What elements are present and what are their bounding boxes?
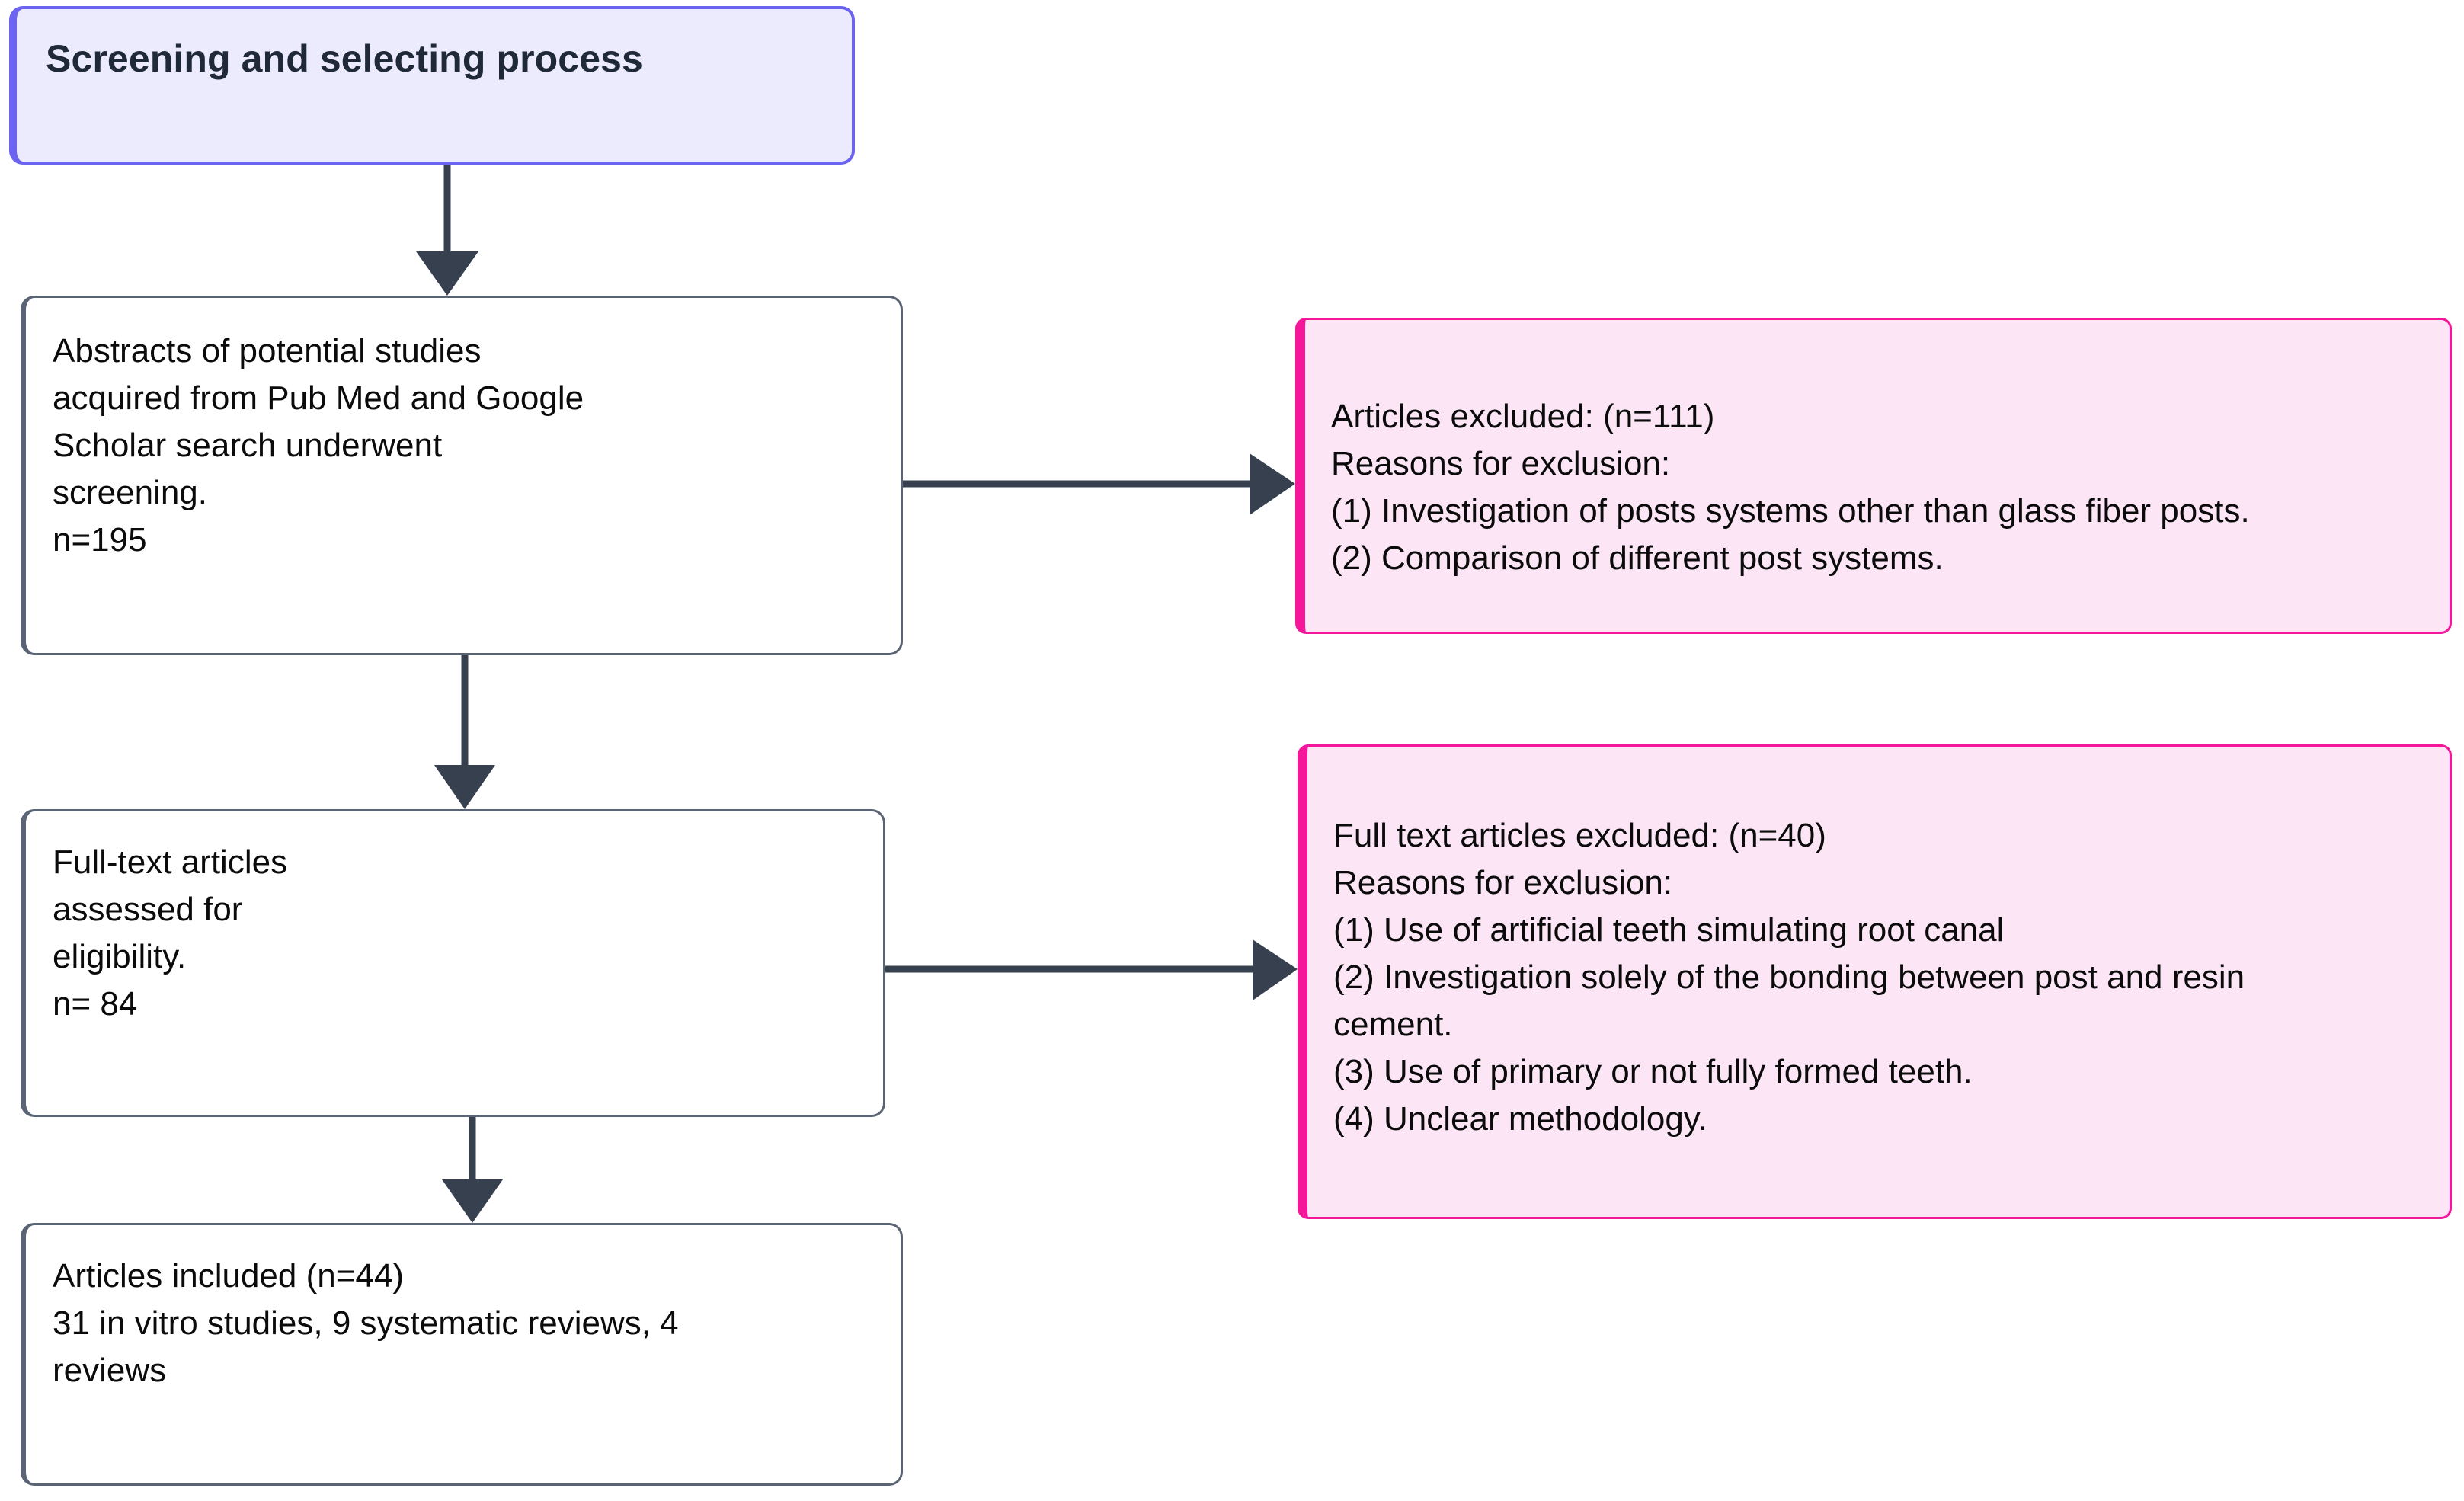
node-articles-excluded-fulltext-label: Full text articles excluded: (n=40) Reas… [1333, 817, 2245, 1138]
node-fulltext-assessed-label: Full-text articles assessed for eligibil… [53, 843, 288, 1023]
node-articles-excluded-abstracts[interactable]: Articles excluded: (n=111) Reasons for e… [1295, 318, 2452, 634]
node-fulltext-assessed[interactable]: Full-text articles assessed for eligibil… [21, 809, 885, 1117]
node-articles-included-label: Articles included (n=44) 31 in vitro stu… [53, 1257, 679, 1389]
node-abstracts-screened-label: Abstracts of potential studies acquired … [53, 332, 584, 558]
node-articles-included[interactable]: Articles included (n=44) 31 in vitro stu… [21, 1223, 903, 1486]
node-articles-excluded-abstracts-label: Articles excluded: (n=111) Reasons for e… [1331, 398, 2250, 577]
node-abstracts-screened[interactable]: Abstracts of potential studies acquired … [21, 296, 903, 655]
node-title-label: Screening and selecting process [46, 37, 643, 80]
node-articles-excluded-fulltext[interactable]: Full text articles excluded: (n=40) Reas… [1298, 744, 2452, 1219]
node-screening-and-selecting-process[interactable]: Screening and selecting process [9, 6, 855, 165]
